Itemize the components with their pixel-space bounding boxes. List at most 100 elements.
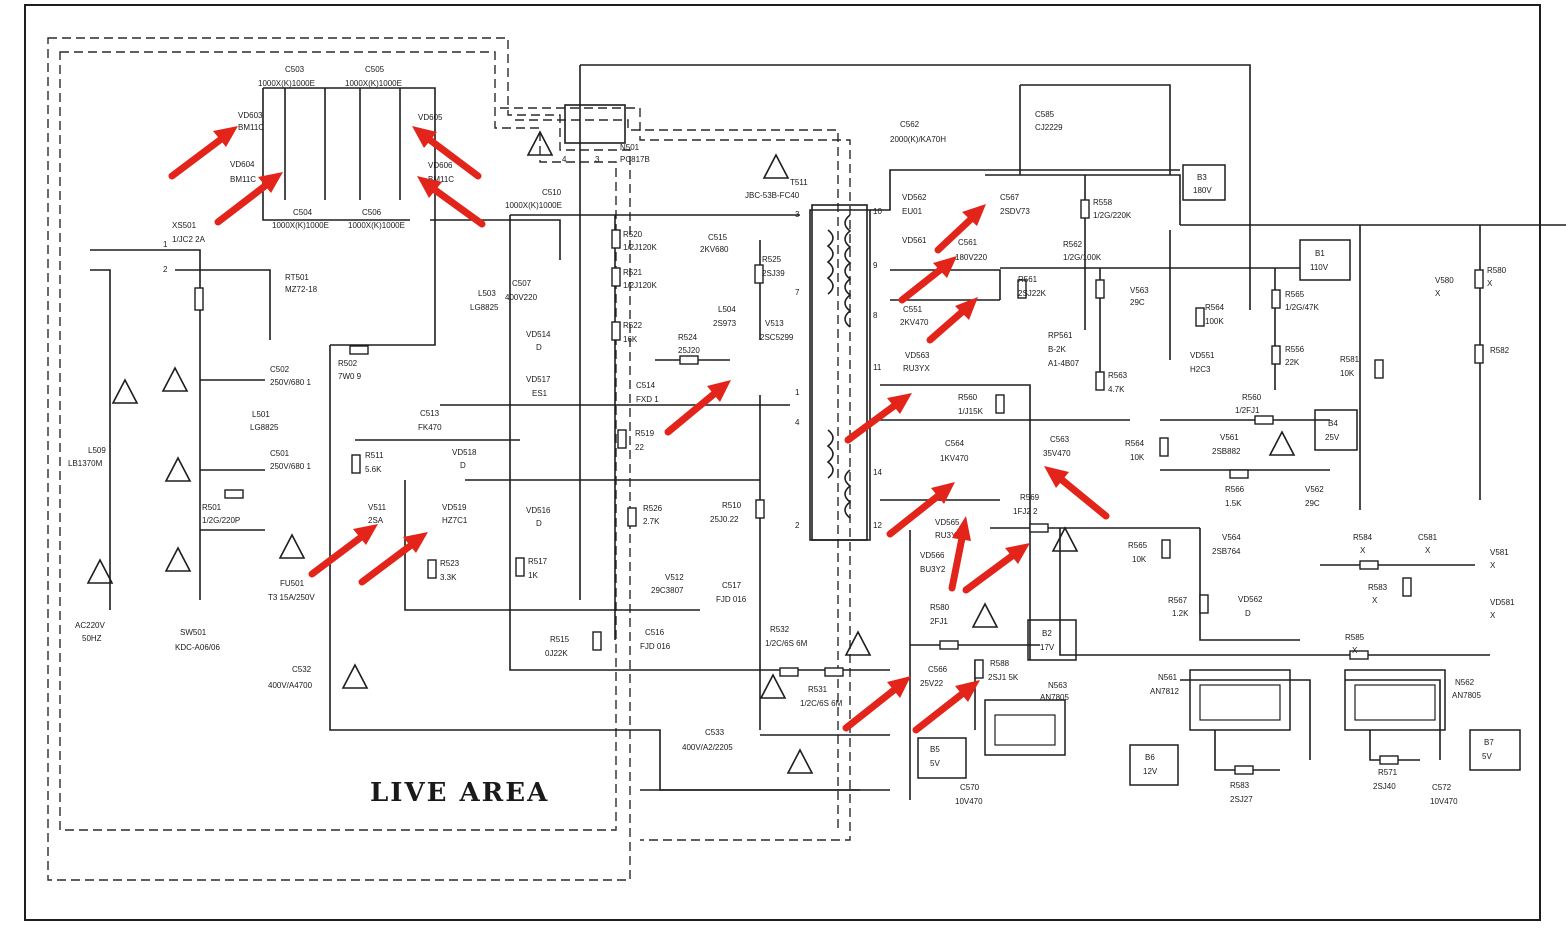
label-r556-val: 22K xyxy=(1285,358,1300,367)
red-arrow-icon xyxy=(358,532,428,586)
label-c533: C533 xyxy=(705,728,725,737)
warning-triangle-icon xyxy=(844,630,872,656)
red-arrow-icon xyxy=(412,126,482,180)
label-l501-val: LG8825 xyxy=(250,423,279,432)
label-c506: C506 xyxy=(362,208,382,217)
label-r526: R526 xyxy=(643,504,663,513)
label-b7: B7 xyxy=(1484,738,1494,747)
label-r517-val: 1K xyxy=(528,571,538,580)
label-r501: R501 xyxy=(202,503,222,512)
label-r511: R511 xyxy=(365,451,384,460)
label-r566: R566 xyxy=(1225,485,1245,494)
label-b6-val: 12V xyxy=(1143,767,1158,776)
red-arrow-icon xyxy=(948,516,971,592)
label-c507: C507 xyxy=(512,279,532,288)
label-v562: V562 xyxy=(1305,485,1324,494)
label-c510: C510 xyxy=(542,188,562,197)
label-r515: R515 xyxy=(550,635,570,644)
label-vd562b: VD562 xyxy=(1238,595,1263,604)
warning-triangle-icon xyxy=(111,378,139,404)
label-v513-val: 2SC5299 xyxy=(760,333,794,342)
label-c532-val: 400V/A4700 xyxy=(268,681,313,690)
pin-label: 11 xyxy=(873,363,882,372)
label-vd562: VD562 xyxy=(902,193,927,202)
red-arrow-icon xyxy=(886,482,955,538)
label-v511-val: 2SA xyxy=(368,516,384,525)
label-b4: B4 xyxy=(1328,419,1338,428)
pin-label: 8 xyxy=(873,311,878,320)
label-c561-val: 180V220 xyxy=(955,253,988,262)
label-r522: R522 xyxy=(623,321,643,330)
label-vd604: VD604 xyxy=(230,160,255,169)
label-l504-val: 2S973 xyxy=(713,319,737,328)
label-sw501-val: KDC-A06/06 xyxy=(175,643,220,652)
label-vd519-val: HZ7C1 xyxy=(442,516,468,525)
live-area-boundary xyxy=(47,37,631,881)
label-r524: R524 xyxy=(678,333,698,342)
pin-label: 3 xyxy=(595,155,600,164)
label-c572-val: 10V470 xyxy=(1430,797,1458,806)
label-t511: T511 xyxy=(790,178,808,187)
label-v512-val: 29C3807 xyxy=(651,586,684,595)
label-l501: L501 xyxy=(252,410,270,419)
label-r580c-val: 2FJ1 xyxy=(930,617,948,626)
live-area-boundary-right2 xyxy=(515,119,839,828)
label-vd566: VD566 xyxy=(920,551,945,560)
warning-triangle-icon xyxy=(164,456,192,482)
label-c561: C561 xyxy=(958,238,978,247)
label-r565-val: 1/2G/47K xyxy=(1285,303,1319,312)
label-v580: V580 xyxy=(1435,276,1454,285)
red-arrow-markers xyxy=(168,126,1110,734)
pin-label: 4 xyxy=(795,418,800,427)
label-sw501: SW501 xyxy=(180,628,207,637)
red-arrow-icon xyxy=(214,172,283,226)
label-r522-val: 16K xyxy=(623,335,638,344)
label-vd518: VD518 xyxy=(452,448,477,457)
label-b2: B2 xyxy=(1042,629,1052,638)
label-b1-val: 110V xyxy=(1310,263,1329,272)
warning-triangle-icon xyxy=(164,546,192,572)
label-r501-val: 1/2G/220P xyxy=(202,516,240,525)
label-c532: C532 xyxy=(292,665,312,674)
warning-triangle-icon xyxy=(759,673,787,699)
label-c516-val: FJD 016 xyxy=(640,642,671,651)
label-r560: R560 xyxy=(958,393,978,402)
label-vd518-val: D xyxy=(460,461,466,470)
label-n562-val: AN7805 xyxy=(1452,691,1481,700)
label-vd516: VD516 xyxy=(526,506,551,515)
label-vd517-val: ES1 xyxy=(532,389,548,398)
label-c566-val: 25V22 xyxy=(920,679,944,688)
label-r571-val: 2SJ40 xyxy=(1373,782,1396,791)
warning-triangle-icon xyxy=(526,130,554,156)
label-vd565-val: RU3YX xyxy=(935,531,962,540)
label-c581: C581 xyxy=(1418,533,1438,542)
label-r560b: R560 xyxy=(1242,393,1262,402)
live-area-boundary-inner xyxy=(59,51,617,831)
label-rt501: RT501 xyxy=(285,273,309,282)
label-r502-val: 7W0 9 xyxy=(338,372,362,381)
label-c514-val: FXD 1 xyxy=(636,395,659,404)
label-r515-val: 0J22K xyxy=(545,649,568,658)
label-c513: C513 xyxy=(420,409,440,418)
label-c563-val: 35V470 xyxy=(1043,449,1071,458)
label-n561: N561 xyxy=(1158,673,1178,682)
red-arrow-icon xyxy=(664,380,731,436)
warning-triangle-icon xyxy=(971,602,999,628)
warning-triangle-icon xyxy=(1268,430,1296,456)
pin-label: 2 xyxy=(163,265,168,274)
warning-triangle-icon xyxy=(1051,526,1079,552)
label-c502-val: 250V/680 1 xyxy=(270,378,311,387)
label-c562-val: 2000(K)/KA70H xyxy=(890,135,946,144)
warning-triangles xyxy=(86,130,1296,774)
red-arrow-icon xyxy=(926,297,978,344)
label-vd603: VD603 xyxy=(238,111,263,120)
label-c517: C517 xyxy=(722,581,742,590)
label-vd562b-val: D xyxy=(1245,609,1251,618)
label-v511: V511 xyxy=(368,503,387,512)
label-r582: R582 xyxy=(1490,346,1510,355)
label-r511-val: 5.6K xyxy=(365,465,382,474)
label-r517: R517 xyxy=(528,557,548,566)
label-c533-val: 400V/A2/2205 xyxy=(682,743,733,752)
label-b2-val: 17V xyxy=(1040,643,1055,652)
label-v564-val: 2SB764 xyxy=(1212,547,1241,556)
